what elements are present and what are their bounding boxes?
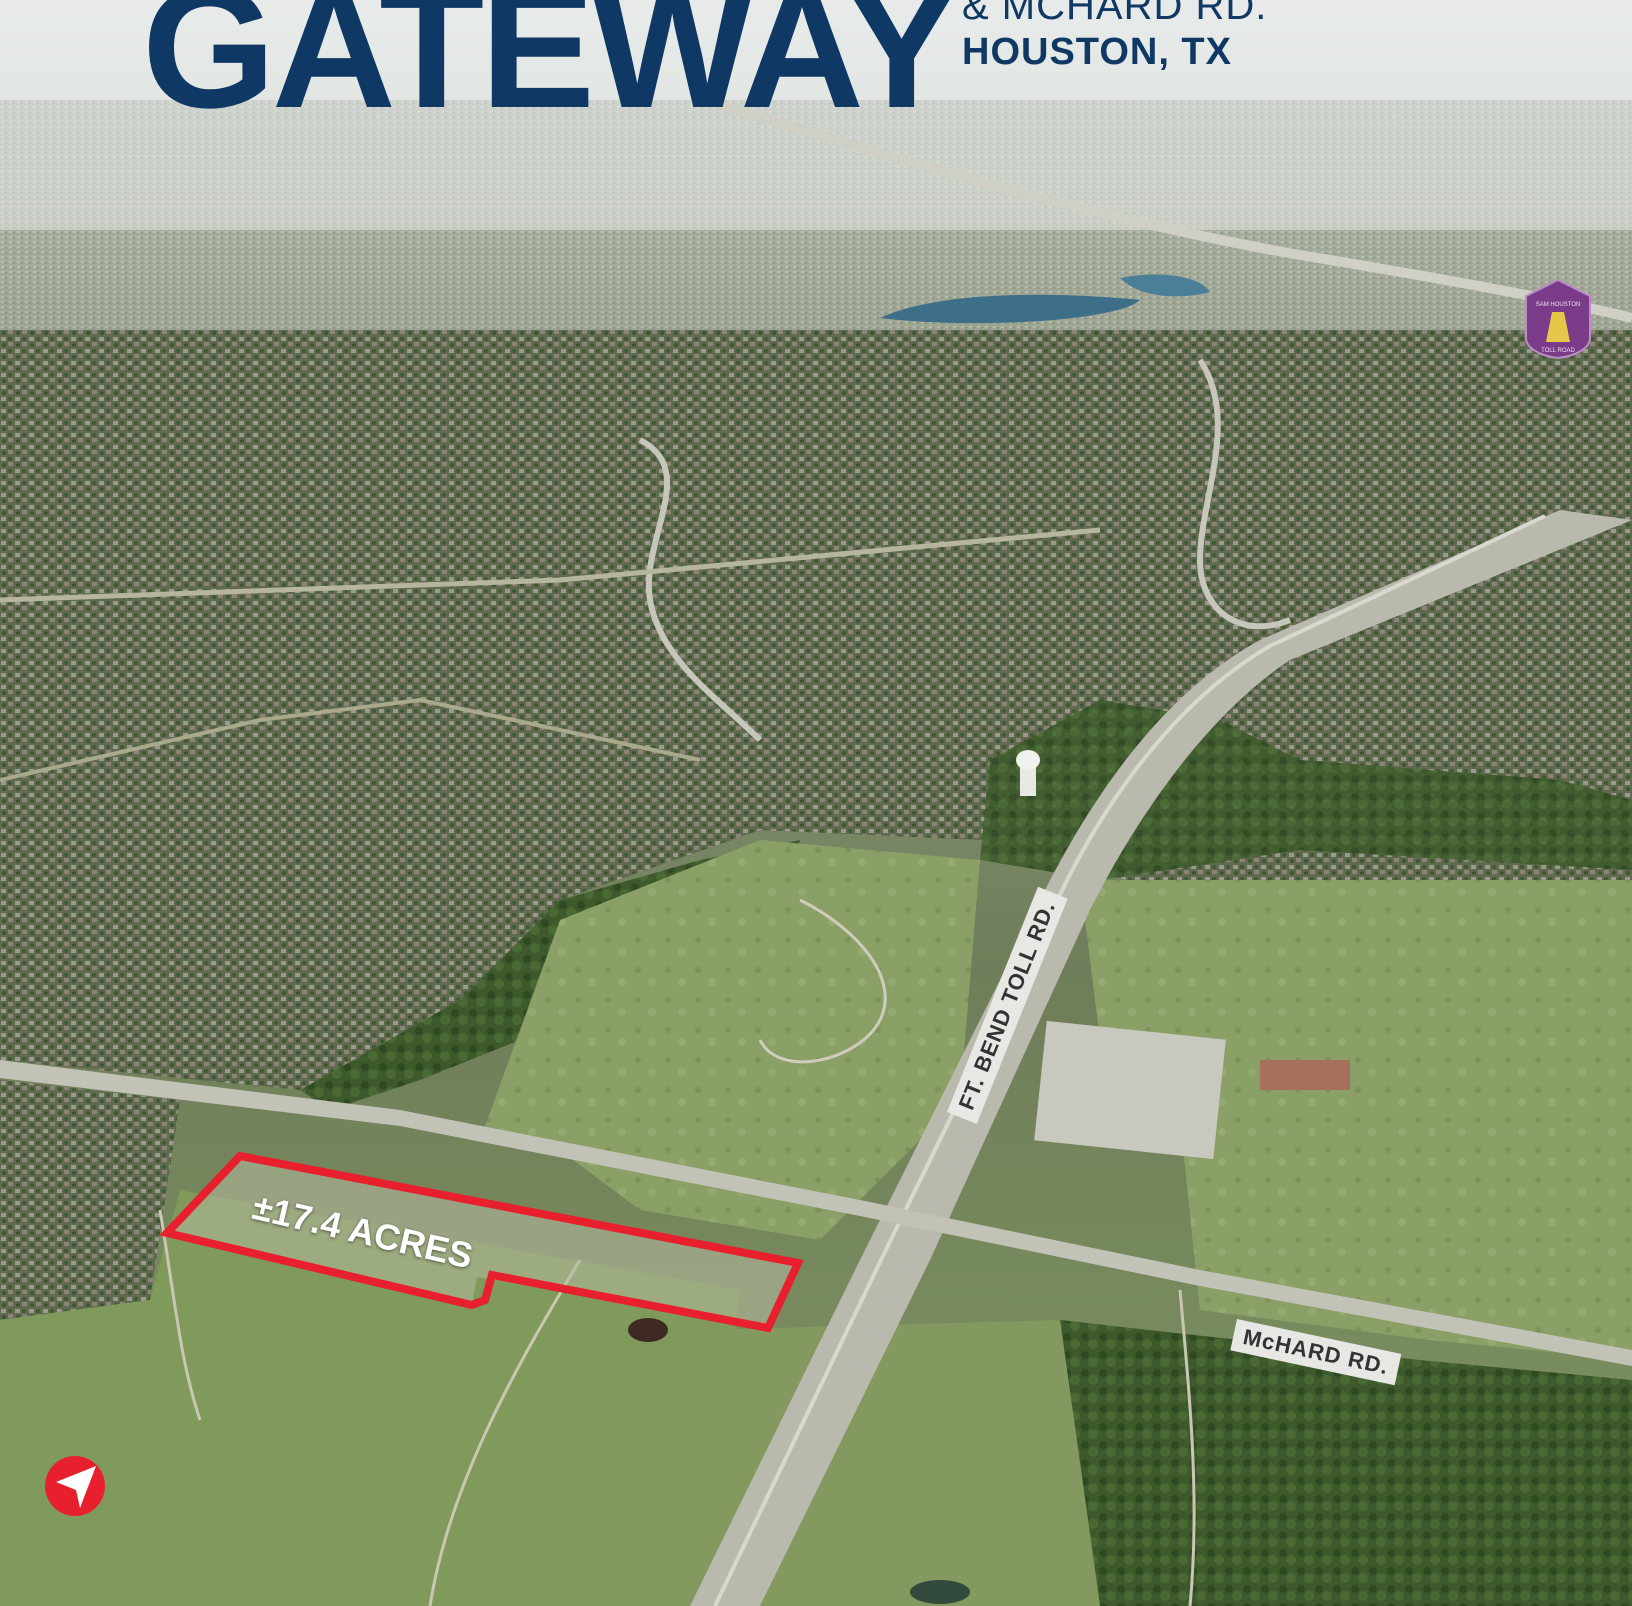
site-boundary-outline — [159, 1151, 804, 1333]
toll-badge-line1: SAM HOUSTON — [1536, 302, 1581, 308]
toll-badge-line2: TOLL ROAD — [1541, 348, 1575, 354]
subtitle-location: HOUSTON, TX — [962, 31, 1232, 73]
subtitle-road: & MCHARD RD. — [962, 0, 1268, 28]
site-parcel-fill — [167, 1156, 798, 1328]
page-title: GATEWAY — [142, 0, 959, 144]
toll-road-shield-icon: SAM HOUSTON TOLL ROAD — [1525, 278, 1591, 360]
north-arrow-icon[interactable] — [45, 1456, 105, 1516]
